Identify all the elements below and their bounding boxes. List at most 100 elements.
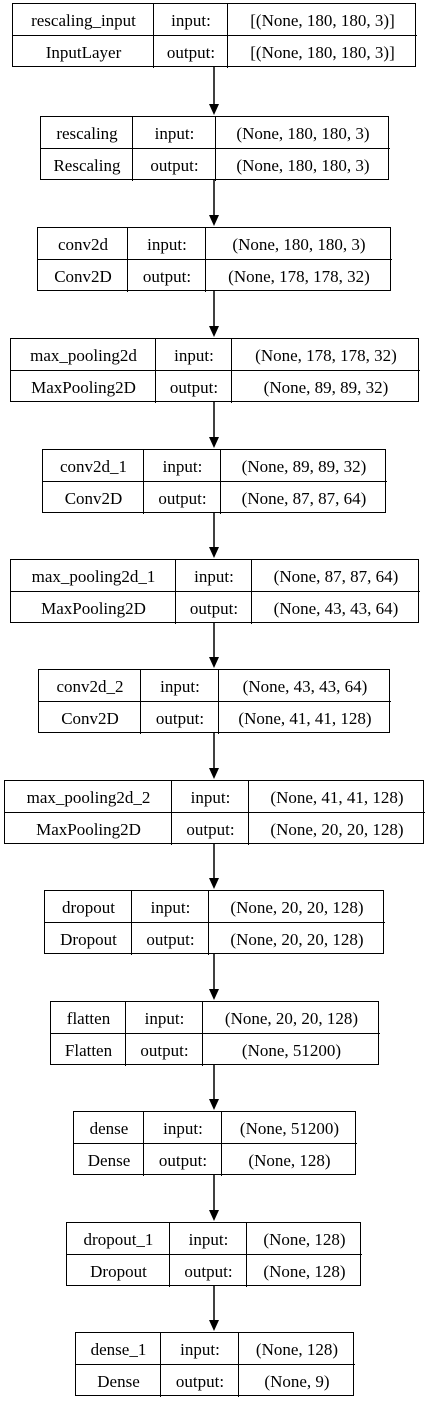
row-divider	[38, 259, 392, 260]
input-shape: (None, 178, 178, 32)	[255, 345, 397, 365]
layer-name: conv2d_2	[56, 676, 124, 696]
input-label: input:	[154, 123, 195, 143]
output-label: output:	[175, 1371, 225, 1391]
column-divider	[231, 339, 232, 403]
column-divider	[218, 670, 219, 734]
layer-name: dense_1	[90, 1339, 147, 1359]
column-divider	[220, 450, 221, 514]
column-divider	[143, 1112, 144, 1176]
output-shape: (None, 128)	[248, 1150, 331, 1170]
column-divider	[227, 4, 228, 68]
row-divider	[39, 701, 391, 702]
output-shape: (None, 20, 20, 128)	[230, 929, 364, 949]
output-label: output:	[189, 598, 239, 618]
layer-name: max_pooling2d_2	[26, 787, 151, 807]
input-shape: (None, 128)	[263, 1229, 346, 1249]
layer-type: MaxPooling2D	[41, 598, 146, 618]
layer-type: Dense	[97, 1371, 140, 1391]
row-divider	[11, 591, 420, 592]
arrowhead-icon	[209, 215, 219, 226]
column-divider	[125, 1002, 126, 1066]
column-divider	[155, 339, 156, 403]
layer-name: flatten	[66, 1008, 111, 1028]
output-label: output:	[155, 708, 205, 728]
input-shape: (None, 180, 180, 3)	[232, 234, 366, 254]
layer-name: conv2d_1	[59, 456, 128, 476]
row-divider	[5, 812, 425, 813]
arrowhead-icon	[209, 989, 219, 1000]
arrowhead-icon	[209, 326, 219, 337]
column-divider	[127, 228, 128, 292]
output-shape: (None, 20, 20, 128)	[270, 819, 404, 839]
arrowhead-icon	[209, 437, 219, 448]
input-label: input:	[180, 1339, 220, 1359]
arrowhead-icon	[209, 1099, 219, 1110]
output-shape: [(None, 180, 180, 3)]	[250, 42, 395, 62]
arrowhead-icon	[209, 768, 219, 779]
column-divider	[153, 4, 154, 68]
column-divider	[202, 1002, 203, 1066]
column-divider	[208, 891, 209, 955]
column-divider	[251, 560, 252, 624]
layer-name: max_pooling2d	[30, 345, 137, 365]
arrowhead-icon	[209, 104, 219, 115]
column-divider	[132, 117, 133, 181]
column-divider	[160, 1333, 161, 1397]
row-divider	[45, 922, 385, 923]
input-label: input:	[162, 456, 203, 476]
layer-type: Dropout	[90, 1261, 147, 1281]
column-divider	[221, 1112, 222, 1176]
input-label: input:	[174, 345, 214, 365]
column-divider	[131, 891, 132, 955]
layer-name: rescaling_input	[31, 10, 136, 30]
arrowhead-icon	[209, 547, 219, 558]
output-shape: (None, 41, 41, 128)	[238, 708, 372, 728]
column-divider	[205, 228, 206, 292]
input-shape: (None, 43, 43, 64)	[242, 676, 368, 696]
input-label: input:	[163, 1118, 203, 1138]
output-label: output:	[158, 488, 207, 508]
output-shape: (None, 87, 87, 64)	[241, 488, 367, 508]
column-divider	[171, 781, 172, 845]
input-label: input:	[144, 1008, 185, 1028]
row-divider	[67, 1254, 362, 1255]
input-shape: (None, 20, 20, 128)	[224, 1008, 359, 1028]
layer-type: Dense	[87, 1150, 131, 1170]
column-divider	[238, 1333, 239, 1397]
output-label: output:	[184, 1261, 233, 1281]
output-shape: (None, 180, 180, 3)	[236, 155, 370, 175]
row-divider	[74, 1143, 357, 1144]
column-divider	[143, 450, 144, 514]
layer-type: Rescaling	[53, 155, 121, 175]
row-divider	[11, 370, 420, 371]
output-label: output:	[140, 1040, 189, 1060]
input-label: input:	[150, 897, 191, 917]
input-shape: [(None, 180, 180, 3)]	[250, 10, 395, 30]
output-shape: (None, 51200)	[241, 1040, 342, 1060]
output-shape: (None, 178, 178, 32)	[228, 266, 370, 286]
arrowhead-icon	[209, 1210, 219, 1221]
input-shape: (None, 128)	[255, 1339, 339, 1359]
input-shape: (None, 41, 41, 128)	[270, 787, 404, 807]
layer-name: dropout	[62, 897, 115, 917]
arrowhead-icon	[209, 878, 219, 889]
output-shape: (None, 128)	[263, 1261, 346, 1281]
layer-name: dense	[89, 1118, 129, 1138]
output-label: output:	[169, 377, 219, 397]
layer-type: Conv2D	[54, 266, 112, 286]
input-shape: (None, 89, 89, 32)	[241, 456, 367, 476]
row-divider	[51, 1033, 380, 1034]
input-shape: (None, 20, 20, 128)	[230, 897, 364, 917]
layer-name: conv2d	[57, 234, 109, 254]
layer-name: dropout_1	[83, 1229, 154, 1249]
